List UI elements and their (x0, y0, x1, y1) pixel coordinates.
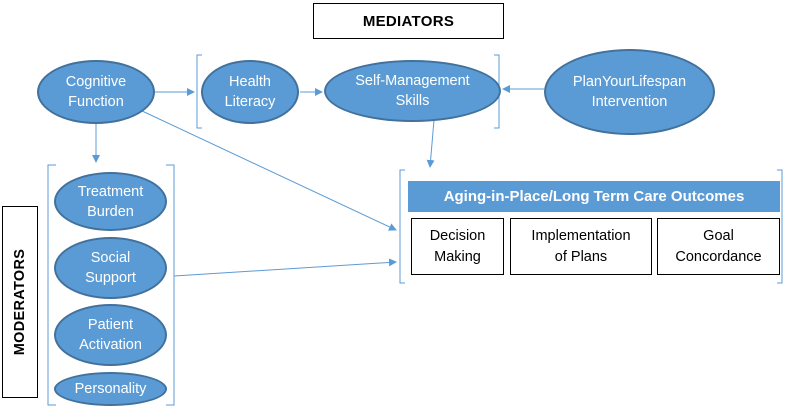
moderator-bracket (47, 164, 175, 406)
arrow-moderators-to-outcomes (173, 258, 397, 277)
moderators-label: MODERATORS (12, 248, 29, 356)
arrow-cognitive-to-outcomes (139, 109, 397, 231)
mediators-label: MEDIATORS (362, 12, 455, 30)
outcomes-title: Aging-in-Place/Long Term Care Outcomes (408, 181, 780, 212)
outcome-bracket (399, 169, 783, 284)
moderators-label-box: MODERATORS (2, 206, 38, 398)
arrow-selfmgmt-to-outcomes (426, 119, 435, 168)
mediators-label-box: MEDIATORS (313, 3, 504, 39)
node-personality: Personality (54, 372, 167, 406)
